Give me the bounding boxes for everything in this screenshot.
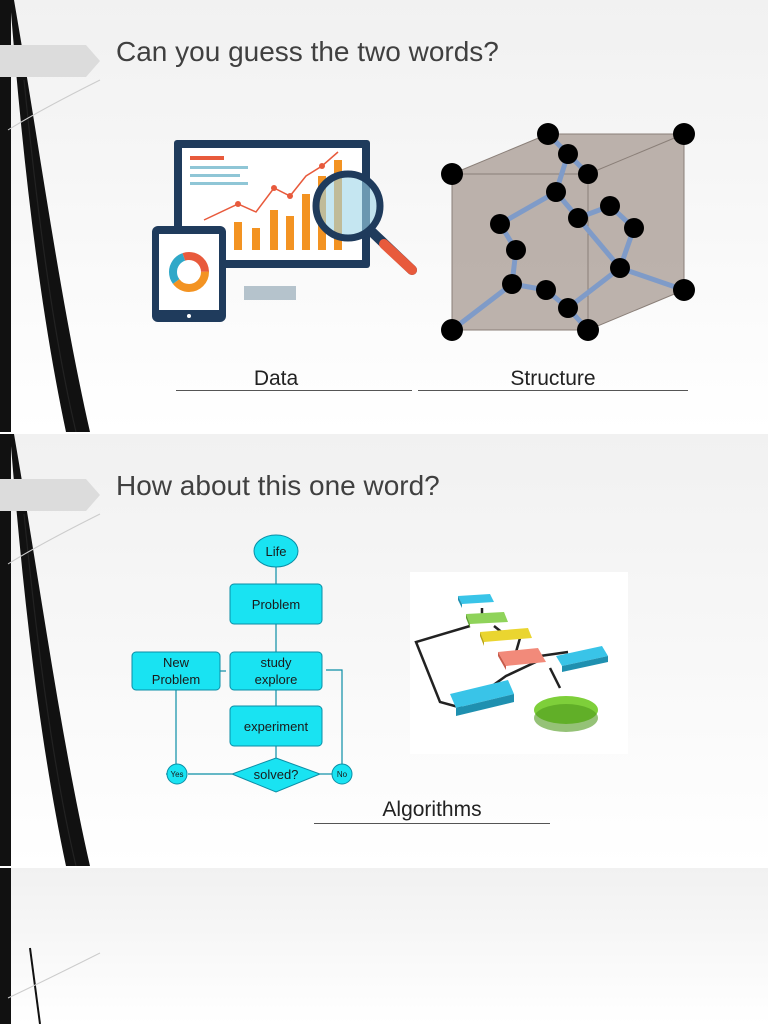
accent-tab (0, 479, 100, 511)
flow-node-yes: Yes (166, 763, 188, 785)
flow-node-problem: Problem (229, 583, 323, 625)
svg-text:Problem: Problem (152, 672, 200, 687)
decorative-swoosh (0, 434, 101, 866)
answer-structure: Structure (510, 367, 596, 390)
answer-underline (176, 390, 412, 391)
decorative-swoosh (0, 868, 101, 1024)
crystal-structure-illustration (441, 123, 695, 341)
accent-tab (0, 45, 100, 77)
answer-underline (418, 390, 688, 391)
answer-algorithms: Algorithms (382, 798, 482, 821)
life-flowchart: Life Problem study explore New Problem e… (131, 534, 353, 793)
svg-text:Life: Life (266, 544, 287, 559)
slide-separator (0, 432, 768, 434)
slide-2: How about this one word? Life Problem st… (0, 434, 768, 866)
flow-node-study-explore: study explore (229, 651, 323, 691)
decorative-swoosh (0, 0, 101, 432)
flow-node-experiment: experiment (229, 705, 323, 747)
svg-text:solved?: solved? (254, 767, 299, 782)
svg-text:explore: explore (255, 672, 298, 687)
svg-text:No: No (337, 770, 348, 779)
svg-text:New: New (163, 655, 190, 670)
flow-node-life: Life (253, 534, 299, 568)
answer-data: Data (253, 367, 299, 390)
slide-separator (0, 866, 768, 868)
svg-text:Problem: Problem (252, 597, 300, 612)
svg-text:Yes: Yes (170, 770, 183, 779)
svg-text:study: study (260, 655, 292, 670)
slide-1: Can you guess the two words? (0, 0, 768, 432)
answer-underline (314, 823, 550, 824)
flow-node-new-problem: New Problem (131, 651, 221, 691)
slide-3 (0, 868, 768, 1024)
data-analytics-illustration (152, 140, 417, 322)
slide-title: Can you guess the two words? (116, 36, 499, 67)
flow-node-no: No (331, 763, 353, 785)
flowchart-3d-illustration (410, 572, 628, 754)
slide-title: How about this one word? (116, 470, 440, 501)
flow-node-solved: solved? (230, 757, 322, 793)
svg-text:experiment: experiment (244, 719, 309, 734)
